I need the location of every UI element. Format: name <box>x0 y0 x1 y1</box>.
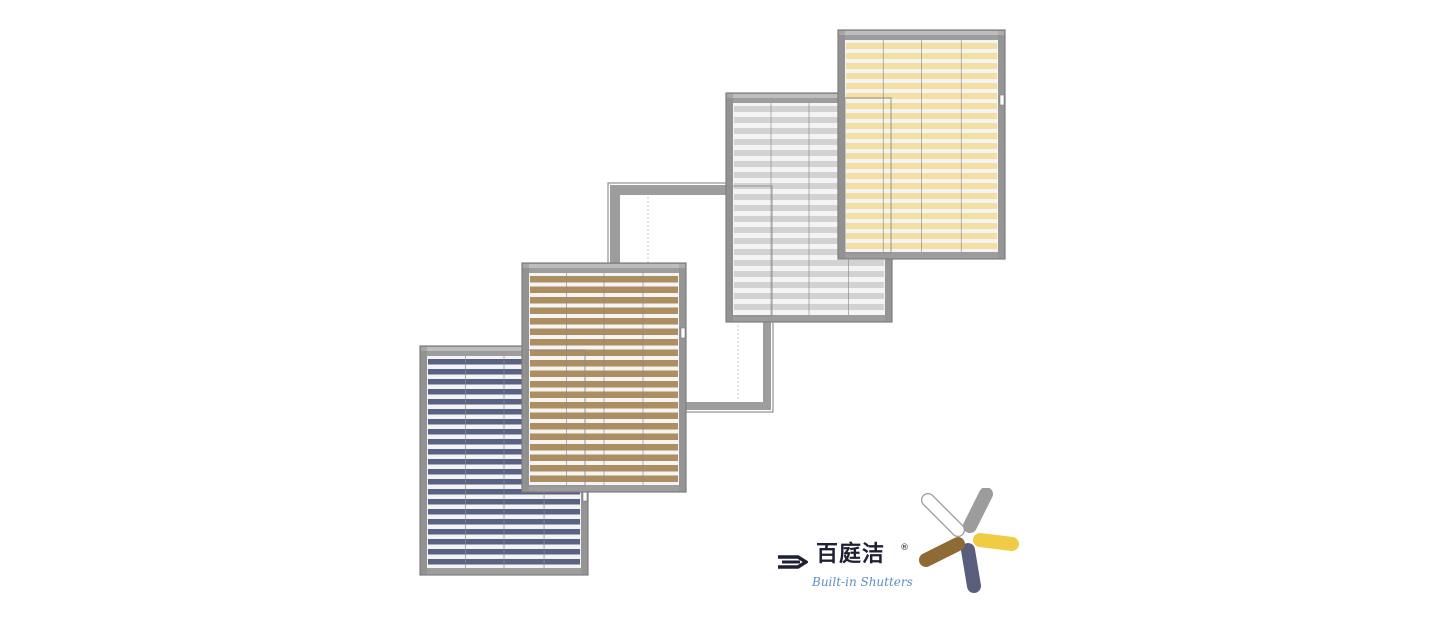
navy-petal-icon <box>961 543 981 593</box>
brown-shutter-window <box>521 262 687 493</box>
frame-top-highlight <box>727 94 891 98</box>
frame-top-highlight <box>839 31 1004 35</box>
brand-arrow-icon <box>778 555 808 569</box>
yellow-petal-icon <box>973 533 1019 551</box>
frame-top-highlight <box>421 347 587 351</box>
brand-tagline: Built-in Shutters <box>812 575 913 589</box>
frame-side-shade <box>838 30 845 259</box>
brand-logo: 百庭洁 ® Built-in Shutters <box>772 538 1022 598</box>
frame-top-highlight <box>523 264 685 268</box>
window-handle <box>680 327 686 339</box>
window-handle <box>999 94 1005 106</box>
petal-logo-icon <box>919 488 1019 593</box>
frame-side-shade <box>679 263 686 492</box>
registered-mark: ® <box>900 543 909 553</box>
frame-bottom-bar <box>610 402 771 410</box>
overlap-outline <box>526 349 586 487</box>
brand-name: 百庭洁 <box>816 542 886 567</box>
gray-petal-icon <box>963 488 993 533</box>
frame-side-shade <box>726 93 733 322</box>
frame-side-shade <box>420 346 427 575</box>
frame-side-shade <box>522 263 529 492</box>
frame-side-shade <box>998 30 1005 259</box>
yellow-shutter-window <box>837 29 1006 260</box>
white-petal-fill <box>922 494 964 536</box>
overlap-outline <box>844 97 892 254</box>
frame-top-bar <box>610 185 771 195</box>
overlap-outline <box>731 185 773 317</box>
brown-petal-icon <box>919 537 965 567</box>
